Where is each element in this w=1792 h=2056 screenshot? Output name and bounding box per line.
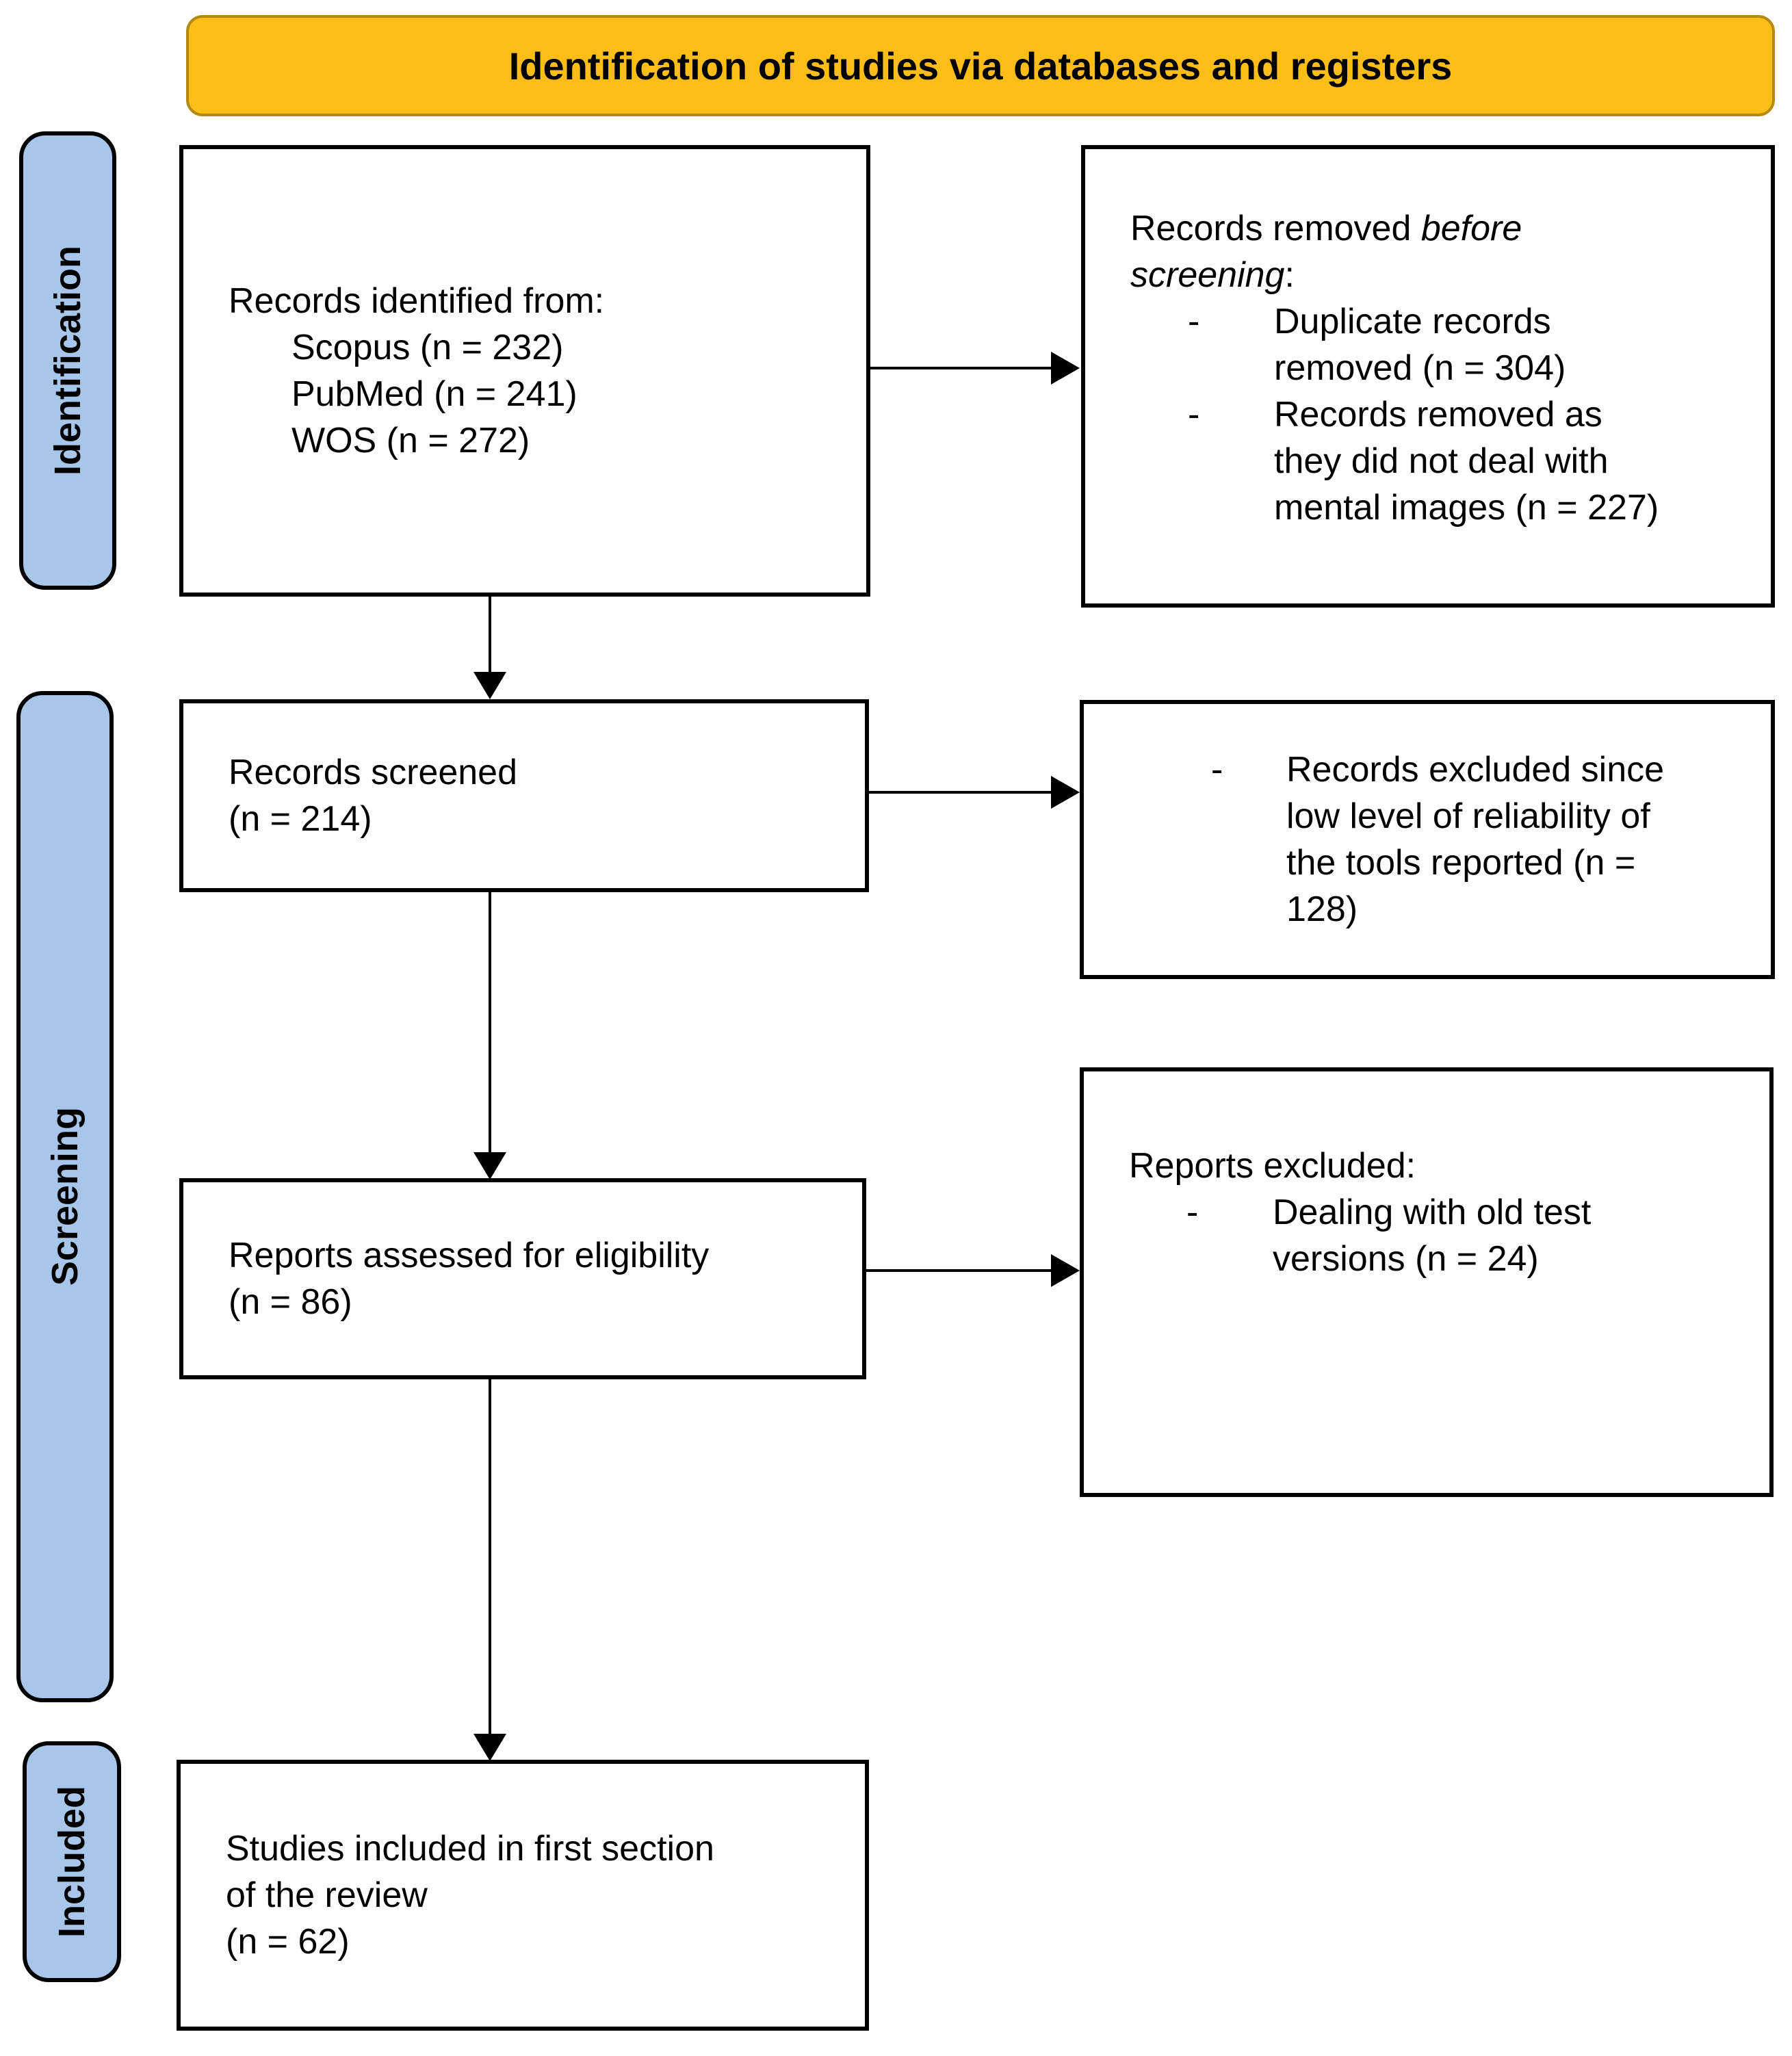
text-line: mental images (n = 227) — [1274, 488, 1659, 528]
reports-assessed-line1: Reports assessed for eligibility — [229, 1236, 710, 1275]
box-studies-included: Studies included in first section of the… — [177, 1760, 869, 2031]
reports-excluded-intro: Reports excluded: — [1129, 1146, 1416, 1186]
connector-identified-to-removed — [870, 367, 1051, 369]
arrowhead-down-icon — [473, 672, 506, 699]
stage-identification-label: Identification — [47, 246, 88, 476]
bullet-dash: - — [1211, 750, 1223, 790]
connector-assessed-to-included — [489, 1378, 491, 1734]
records-removed-italic2: screening — [1130, 255, 1285, 295]
arrowhead-right-icon — [1051, 1254, 1080, 1287]
records-removed-italic1: before — [1420, 209, 1522, 248]
bullet-dash: - — [1186, 1193, 1199, 1232]
flow-header: Identification of studies via databases … — [186, 15, 1775, 116]
text-line: they did not deal with — [1274, 441, 1609, 481]
text-line: versions (n = 24) — [1273, 1239, 1539, 1279]
connector-screened-to-assessed — [489, 891, 491, 1152]
records-screened-line1: Records screened — [229, 753, 517, 792]
records-screened-line2: (n = 214) — [229, 799, 372, 839]
text-line: Duplicate records — [1274, 302, 1551, 341]
bullet-not-mental-images-text: Records removed as they did not deal wit… — [1274, 391, 1659, 531]
arrowhead-down-icon — [473, 1734, 506, 1761]
studies-included-line3: (n = 62) — [226, 1922, 350, 1962]
bullet-not-mental-images: - Records removed as they did not deal w… — [1171, 391, 1757, 531]
source-pubmed: PubMed (n = 241) — [291, 374, 577, 414]
records-removed-intro-line2: screening: — [1130, 252, 1757, 298]
reports-assessed-line2: (n = 86) — [229, 1282, 352, 1322]
stage-included: Included — [23, 1741, 121, 1982]
stage-included-label: Included — [51, 1785, 92, 1938]
arrowhead-right-icon — [1051, 352, 1080, 385]
records-removed-intro-line1: Records removed before — [1130, 205, 1757, 252]
connector-screened-to-excluded — [869, 791, 1051, 794]
connector-assessed-to-reports-excluded — [866, 1269, 1051, 1272]
studies-included-line1: Studies included in first section — [226, 1829, 714, 1869]
bullet-duplicates-text: Duplicate records removed (n = 304) — [1274, 298, 1566, 391]
records-removed-bullets: - Duplicate records removed (n = 304) - … — [1171, 298, 1757, 531]
stage-screening: Screening — [16, 691, 114, 1702]
bullet-old-test-versions: - Dealing with old test versions (n = 24… — [1170, 1189, 1756, 1282]
text-line: Dealing with old test — [1273, 1193, 1592, 1232]
source-wos: WOS (n = 272) — [291, 421, 530, 460]
bullet-dash: - — [1188, 395, 1200, 434]
box-reports-assessed: Reports assessed for eligibility (n = 86… — [179, 1178, 866, 1379]
box-records-identified: Records identified from: Scopus (n = 232… — [179, 145, 870, 597]
text-line: Records removed as — [1274, 395, 1602, 434]
box-reports-excluded: Reports excluded: - Dealing with old tes… — [1080, 1067, 1774, 1497]
text-line: low level of reliability of — [1286, 796, 1650, 836]
bullet-dash: - — [1188, 302, 1200, 341]
bullet-old-test-versions-text: Dealing with old test versions (n = 24) — [1273, 1189, 1591, 1282]
bullet-low-reliability-text: Records excluded since low level of reli… — [1286, 746, 1664, 933]
records-identified-intro: Records identified from: — [229, 281, 605, 321]
arrowhead-down-icon — [473, 1152, 506, 1180]
records-removed-lead: Records removed — [1130, 209, 1421, 248]
reports-excluded-bullets: - Dealing with old test versions (n = 24… — [1170, 1189, 1756, 1282]
text-line: removed (n = 304) — [1274, 348, 1566, 388]
arrowhead-right-icon — [1051, 776, 1080, 809]
records-excluded-bullets: - Records excluded since low level of re… — [1191, 746, 1761, 933]
connector-identified-to-screened — [489, 597, 491, 673]
stage-screening-label: Screening — [44, 1107, 86, 1286]
box-records-screened: Records screened (n = 214) — [179, 699, 869, 892]
source-scopus: Scopus (n = 232) — [291, 328, 564, 367]
text-line: Records excluded since — [1286, 750, 1665, 790]
text-line: the tools reported (n = — [1286, 843, 1636, 883]
box-records-removed: Records removed before screening: - Dupl… — [1081, 145, 1775, 608]
stage-identification: Identification — [19, 131, 116, 590]
studies-included-line2: of the review — [226, 1875, 428, 1915]
records-identified-sources: Scopus (n = 232) PubMed (n = 241) WOS (n… — [291, 324, 853, 464]
flow-header-title: Identification of studies via databases … — [508, 44, 1453, 88]
bullet-low-reliability: - Records excluded since low level of re… — [1191, 746, 1761, 933]
text-line: 128) — [1286, 889, 1358, 929]
records-removed-tail: : — [1284, 255, 1295, 295]
box-records-excluded: - Records excluded since low level of re… — [1080, 700, 1775, 979]
bullet-duplicates: - Duplicate records removed (n = 304) — [1171, 298, 1757, 391]
